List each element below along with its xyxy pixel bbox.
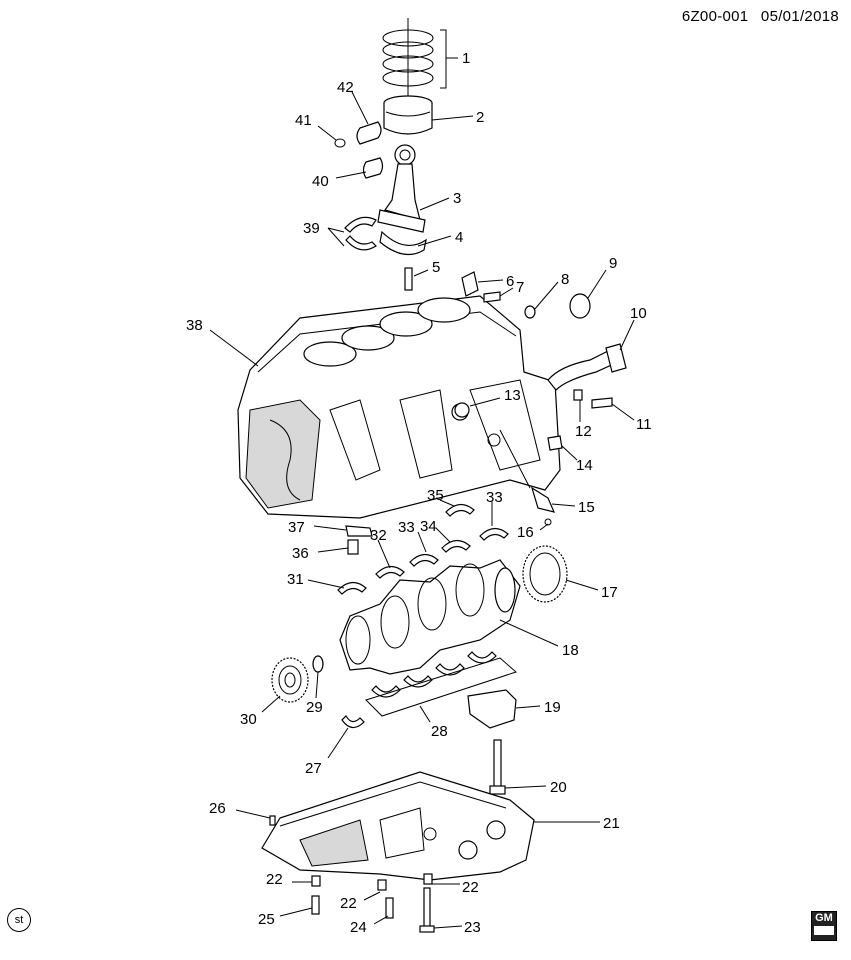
callout-4: 4 — [455, 229, 463, 246]
callout-41: 41 — [295, 112, 312, 129]
connecting-rod — [377, 144, 450, 233]
block-side-parts — [454, 269, 635, 531]
conrod-bolt — [404, 267, 429, 291]
callout-39: 39 — [303, 220, 320, 237]
callout-19: 19 — [544, 699, 561, 716]
callout-28: 28 — [431, 723, 448, 740]
callout-5: 5 — [432, 259, 440, 276]
conrod-bearings — [327, 216, 377, 251]
main-cap-bolt — [489, 739, 547, 795]
pin-bushing — [335, 157, 384, 179]
callout-33b: 33 — [486, 489, 503, 506]
callout-37: 37 — [288, 519, 305, 536]
callout-29: 29 — [306, 699, 323, 716]
piston-pin — [351, 91, 382, 145]
callout-1: 1 — [462, 50, 470, 67]
callout-34: 34 — [420, 518, 437, 535]
callout-9: 9 — [609, 255, 617, 272]
callout-20: 20 — [550, 779, 567, 796]
callout-10: 10 — [630, 305, 647, 322]
callout-labels: 1 2 3 4 5 6 7 8 9 10 11 12 13 14 15 16 1… — [186, 50, 652, 936]
callout-42: 42 — [337, 79, 354, 96]
callout-22a: 22 — [266, 871, 283, 888]
cylinder-block — [209, 295, 561, 519]
callout-25: 25 — [258, 911, 275, 928]
diagram-date: 05/01/2018 — [760, 8, 839, 25]
callout-24: 24 — [350, 919, 367, 936]
callout-35: 35 — [427, 487, 444, 504]
callout-30: 30 — [240, 711, 257, 728]
lower-main-bearings — [327, 651, 517, 759]
bracket — [313, 525, 373, 537]
callout-21: 21 — [603, 815, 620, 832]
callout-40: 40 — [312, 173, 329, 190]
upper-main-bearings — [307, 499, 509, 595]
callout-36: 36 — [292, 545, 309, 562]
diagram-id: 6Z00-001 — [681, 8, 749, 25]
callout-23: 23 — [464, 919, 481, 936]
callout-13: 13 — [504, 387, 521, 404]
piston — [383, 95, 474, 135]
connecting-rod-cap — [379, 230, 452, 256]
callout-14: 14 — [576, 457, 593, 474]
diagram-header: 6Z00-001 05/01/2018 — [674, 8, 839, 25]
callout-11: 11 — [636, 416, 652, 433]
crank-washer — [312, 655, 324, 699]
callout-3: 3 — [453, 190, 461, 207]
callout-27: 27 — [305, 760, 322, 777]
st-badge: st — [7, 908, 31, 932]
piston-rings — [382, 18, 458, 100]
gm-logo-text: GM — [815, 912, 833, 924]
callout-26: 26 — [209, 800, 226, 817]
callout-8: 8 — [561, 271, 569, 288]
lower-crankcase — [235, 771, 600, 881]
callout-2: 2 — [476, 109, 484, 126]
callout-7: 7 — [516, 279, 524, 296]
callout-15: 15 — [578, 499, 595, 516]
pan-bolts — [279, 873, 463, 933]
callout-22b: 22 — [340, 895, 357, 912]
callout-17: 17 — [601, 584, 618, 601]
gm-logo: GM — [811, 911, 837, 941]
callout-16: 16 — [517, 524, 534, 541]
gm-logo-mark — [814, 926, 834, 935]
pin-retainer-clip — [317, 125, 346, 148]
bracket-bolt — [317, 539, 359, 555]
main-bearing-cap — [467, 689, 541, 729]
callout-6: 6 — [506, 273, 514, 290]
callout-18: 18 — [562, 642, 579, 659]
callout-22c: 22 — [462, 879, 479, 896]
crankshaft — [339, 559, 559, 675]
reluctor-ring — [522, 545, 599, 603]
callout-31: 31 — [287, 571, 304, 588]
crank-sprocket — [261, 657, 309, 713]
callout-33a: 33 — [398, 519, 415, 536]
callout-12: 12 — [575, 423, 592, 440]
callout-32: 32 — [370, 527, 387, 544]
callout-38: 38 — [186, 317, 203, 334]
